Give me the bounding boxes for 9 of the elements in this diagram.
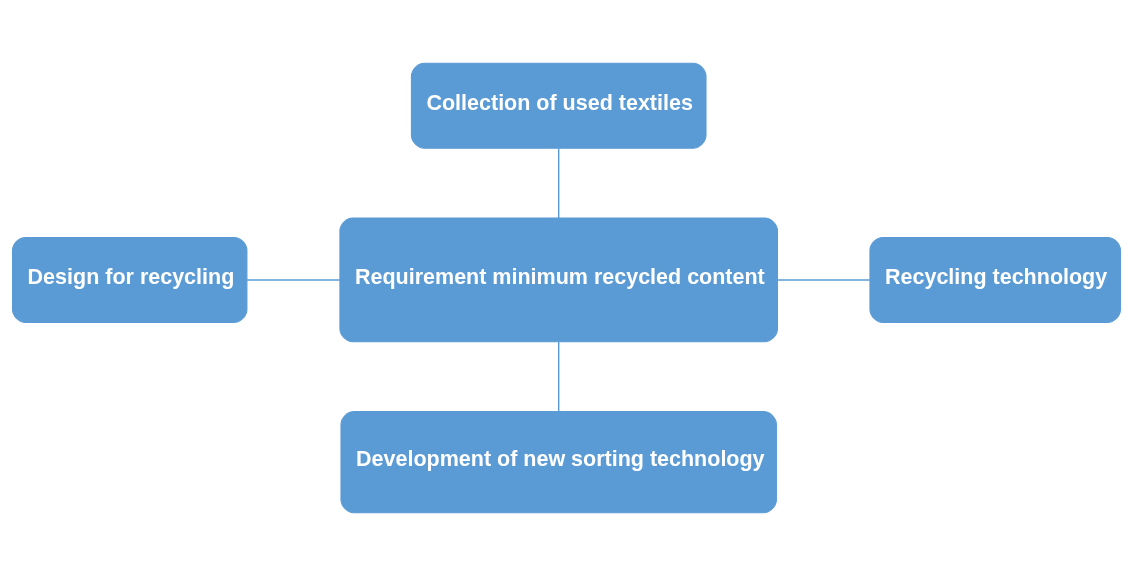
node-box: Development of new sorting technology (340, 411, 777, 514)
node-box: Collection of used textiles (410, 62, 707, 149)
node-box: Requirement minimum recycled content (339, 217, 779, 343)
connector (558, 147, 560, 219)
node-box: Design for recycling (12, 236, 248, 323)
connector (558, 341, 560, 413)
connector (777, 279, 871, 281)
connector (246, 279, 341, 281)
node-box: Recycling technology (869, 236, 1121, 323)
